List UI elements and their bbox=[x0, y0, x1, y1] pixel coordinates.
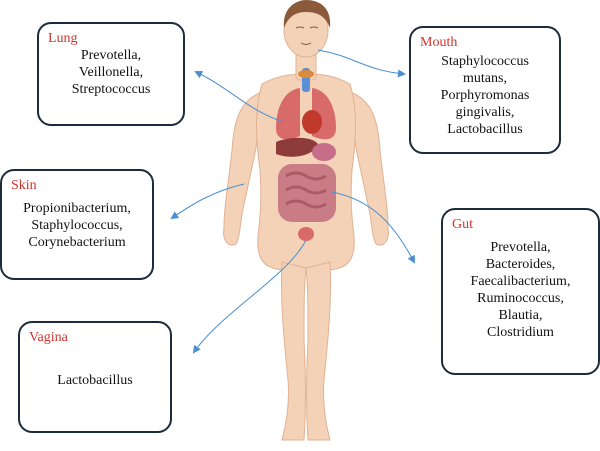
arrow-mouth bbox=[317, 49, 406, 78]
bladder bbox=[298, 227, 314, 241]
intestine-coils bbox=[285, 171, 327, 209]
stomach bbox=[312, 143, 336, 161]
lung-species: Streptococcus bbox=[71, 82, 151, 97]
lung-species: Prevotella, bbox=[80, 48, 142, 63]
skin-box: Skin Propionibacterium, Staphylococcus, … bbox=[0, 169, 154, 280]
lung-species-list: Prevotella, Veillonella, Streptococcus bbox=[39, 47, 183, 98]
thyroid bbox=[298, 70, 314, 78]
mouth-species: mutans, bbox=[463, 71, 507, 86]
gut-species: Prevotella, bbox=[490, 240, 551, 255]
lung-box: Lung Prevotella, Veillonella, Streptococ… bbox=[37, 22, 185, 126]
heart bbox=[302, 110, 322, 134]
skin-title: Skin bbox=[11, 178, 37, 193]
arrow-gut bbox=[331, 191, 415, 264]
vagina-box: Vagina Lactobacillus bbox=[18, 321, 172, 433]
gut-species: Bacteroides, bbox=[485, 257, 556, 272]
arrow-lung bbox=[194, 70, 285, 123]
vagina-title: Vagina bbox=[29, 330, 68, 345]
hair bbox=[283, 0, 331, 28]
mouth-species: Porphyromonas bbox=[440, 88, 530, 103]
mouth-species: Staphylococcus bbox=[441, 54, 529, 69]
vagina-species: Lactobacillus bbox=[57, 373, 133, 388]
gut-species: Faecalibacterium, bbox=[470, 274, 571, 289]
arrow-vagina bbox=[192, 239, 307, 354]
skin-species: Staphylococcus, bbox=[31, 218, 123, 233]
arrow-skin bbox=[170, 183, 245, 220]
liver bbox=[276, 137, 318, 157]
mouth-species: Lactobacillus bbox=[447, 122, 523, 137]
gut-title: Gut bbox=[452, 217, 473, 232]
gut-species-list: Prevotella, Bacteroides, Faecalibacteriu… bbox=[443, 239, 598, 341]
gut-species: Ruminococcus, bbox=[477, 291, 564, 306]
face bbox=[295, 26, 319, 45]
lung-species: Veillonella, bbox=[78, 65, 144, 80]
skin-species-list: Propionibacterium, Staphylococcus, Coryn… bbox=[2, 200, 152, 251]
skin-species: Corynebacterium bbox=[28, 235, 126, 250]
gut-species: Clostridium bbox=[487, 325, 554, 340]
mouth-box: Mouth Staphylococcus mutans, Porphyromon… bbox=[409, 26, 561, 154]
mouth-species-list: Staphylococcus mutans, Porphyromonas gin… bbox=[411, 53, 559, 138]
lung-left bbox=[276, 88, 300, 140]
mouth-species: gingivalis, bbox=[455, 105, 515, 120]
mouth-title: Mouth bbox=[420, 35, 458, 50]
intestines bbox=[278, 164, 336, 222]
gut-box: Gut Prevotella, Bacteroides, Faecalibact… bbox=[441, 208, 600, 375]
gut-species: Blautia, bbox=[498, 308, 543, 323]
organs bbox=[276, 68, 336, 241]
lung-title: Lung bbox=[48, 31, 78, 46]
vagina-species-list: Lactobacillus bbox=[20, 372, 170, 389]
skin-species: Propionibacterium, bbox=[23, 201, 131, 216]
